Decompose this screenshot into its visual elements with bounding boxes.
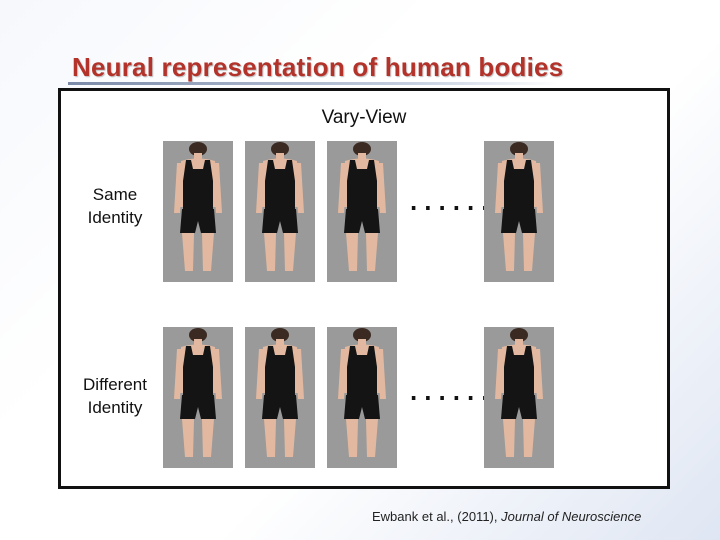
slide-title: Neural representation of human bodies — [72, 52, 564, 82]
body-photo-different-1 — [163, 327, 233, 468]
body-photo-different-3 — [327, 327, 397, 468]
citation: Ewbank et al., (2011), Journal of Neuros… — [372, 509, 642, 524]
body-photo-same-2 — [245, 141, 315, 282]
body-photo-same-3 — [327, 141, 397, 282]
title-underline — [68, 82, 558, 85]
figure-panel: Vary-View Same Identity ...... — [58, 88, 670, 489]
continuation-dots-same: ...... — [407, 191, 493, 216]
body-photo-different-4 — [484, 327, 554, 468]
row-label-same-identity: Same Identity — [87, 185, 143, 227]
row-label-different-identity: Different Identity — [83, 375, 147, 417]
body-photo-same-4 — [484, 141, 554, 282]
continuation-dots-different: ...... — [407, 381, 493, 406]
body-photo-different-2 — [245, 327, 315, 468]
figure-heading: Vary-View — [321, 107, 407, 128]
body-photo-same-1 — [163, 141, 233, 282]
journal-name: Journal of Neuroscience — [501, 509, 642, 524]
